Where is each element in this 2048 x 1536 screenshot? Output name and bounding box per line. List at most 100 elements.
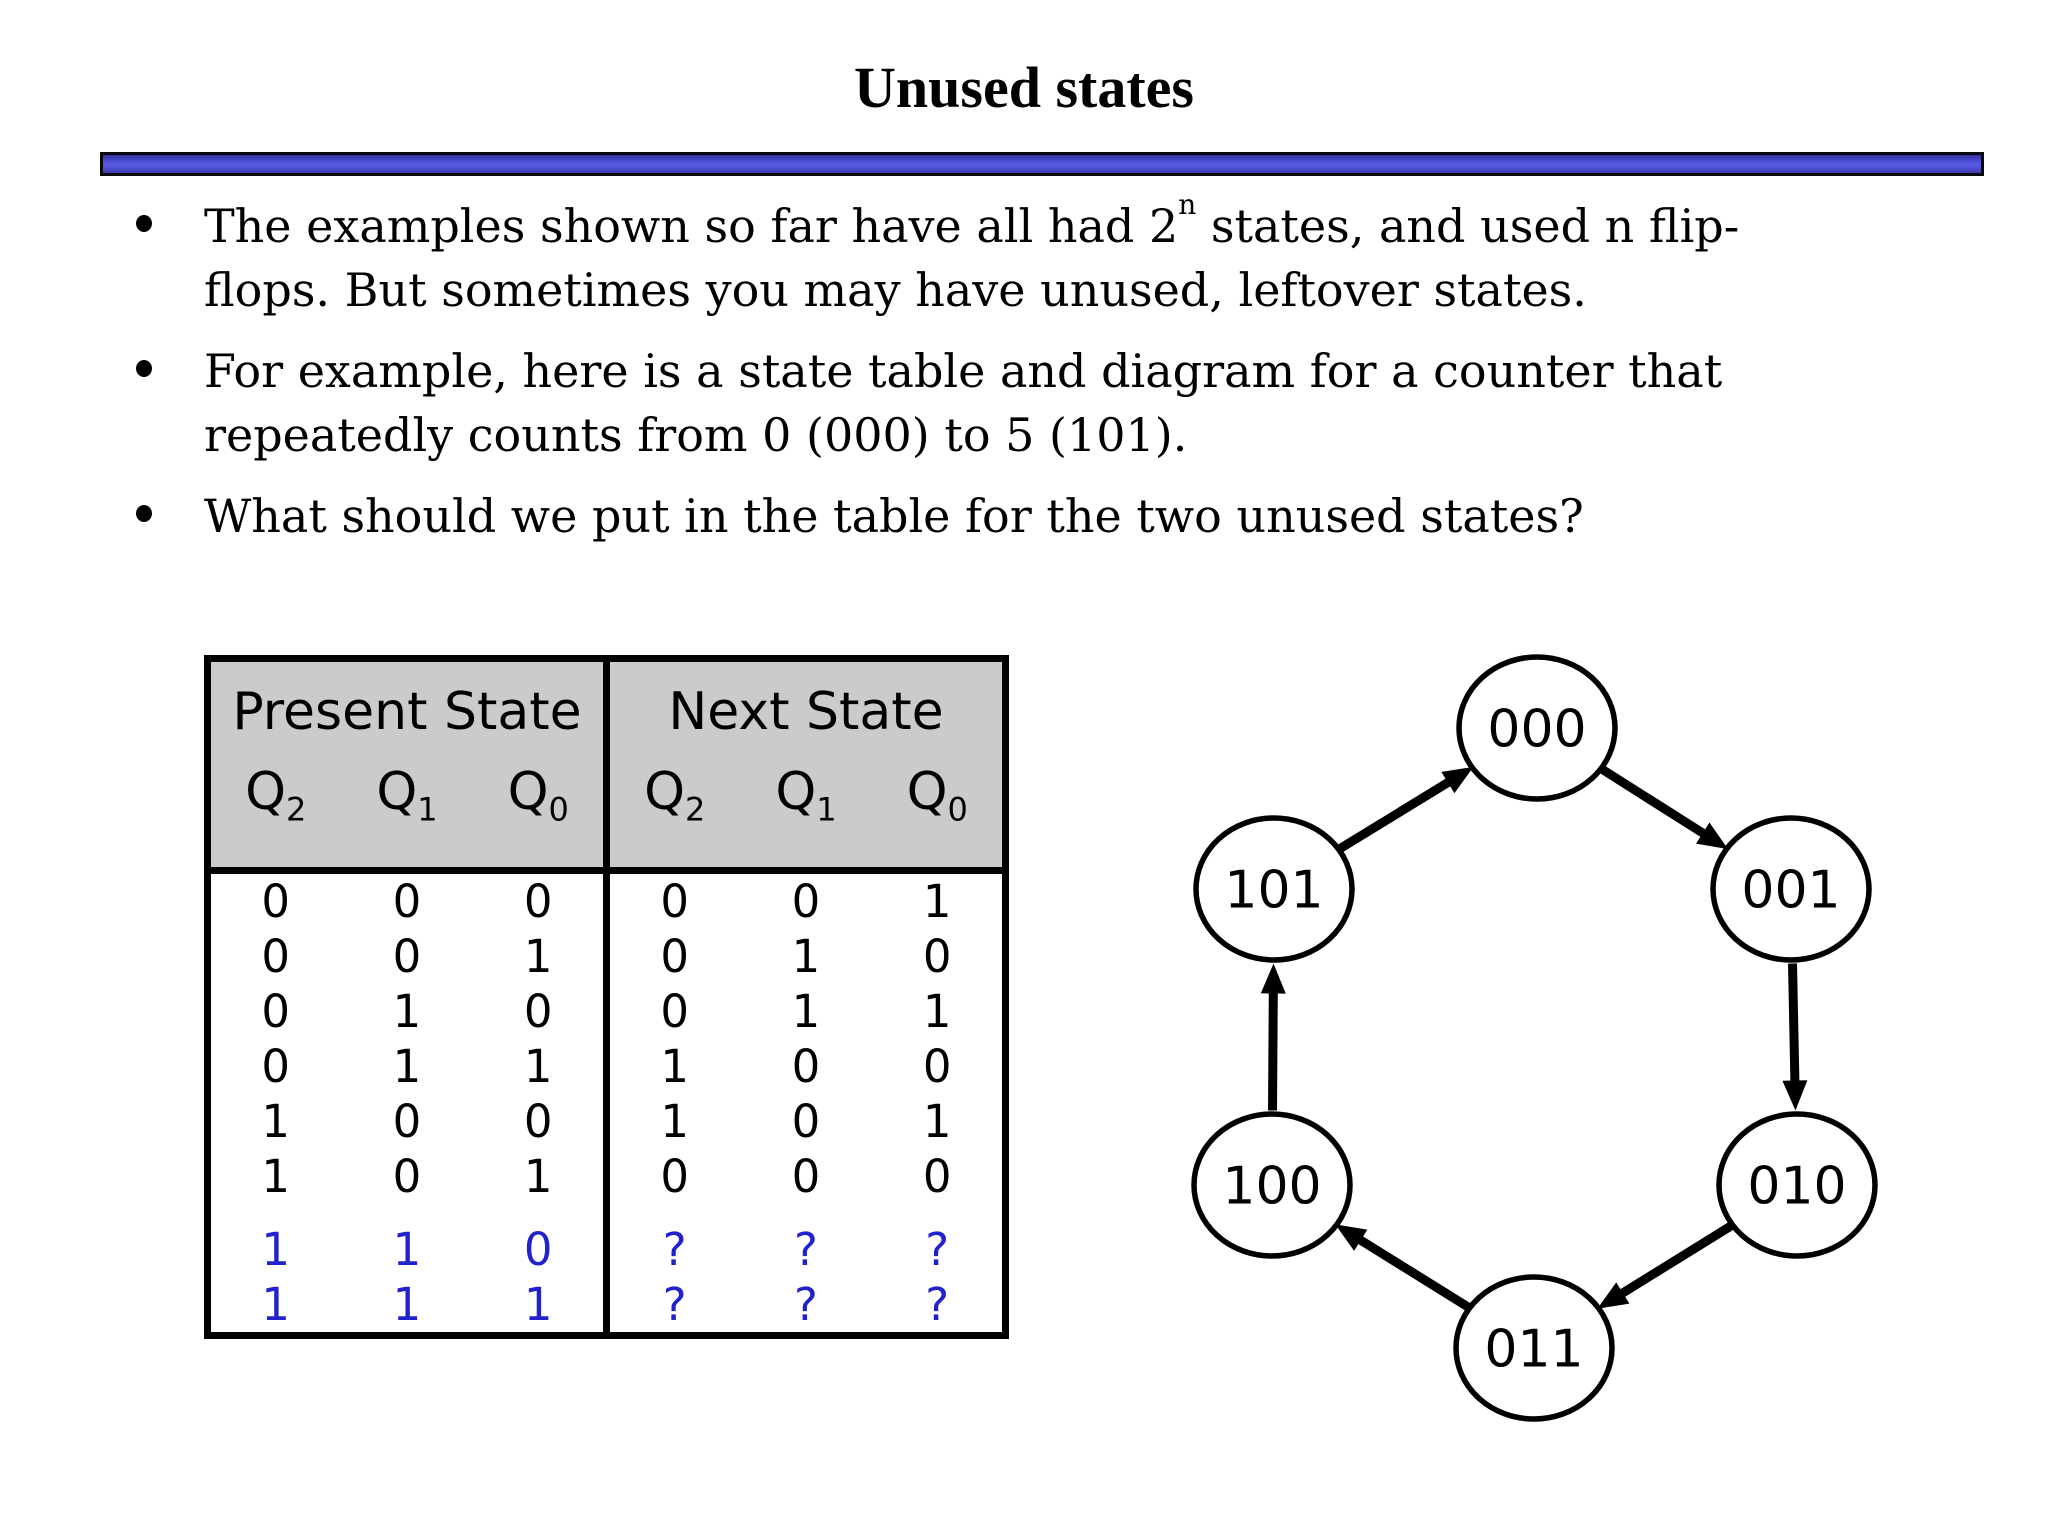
- state-node-010: [1716, 1111, 1878, 1259]
- table-cell: 0: [261, 985, 291, 1038]
- q-base: Q: [775, 762, 817, 822]
- table-cell: 1: [261, 1095, 291, 1148]
- bullet-text-line: The examples shown so far have all had 2…: [204, 191, 2016, 258]
- table-cell: 1: [523, 930, 553, 983]
- table-cell: 1: [791, 985, 821, 1038]
- bullet-text-line: For example, here is a state table and d…: [204, 344, 1723, 398]
- q-base: Q: [507, 762, 549, 822]
- q-base: Q: [376, 762, 418, 822]
- arrowhead-icon: [1441, 766, 1474, 794]
- table-cell: 0: [603, 929, 740, 984]
- transition-arrow-011-to-100: [1356, 1235, 1474, 1313]
- q-subscript: 2: [685, 790, 706, 829]
- table-cell: 1: [922, 875, 952, 928]
- column-header-q1-present: Q1: [340, 762, 474, 874]
- state-node-011: [1453, 1274, 1615, 1422]
- table-cell: 1: [523, 1150, 553, 1203]
- state-node-000: [1456, 654, 1618, 802]
- state-node-label: 001: [1741, 861, 1840, 921]
- table-cell: 0: [392, 1150, 422, 1203]
- bullet-text: states, and used n flip-: [1196, 199, 1740, 253]
- table-cell: 0: [791, 1150, 821, 1203]
- table-cell: 1: [523, 1278, 553, 1331]
- column-header-q0-present: Q0: [473, 762, 607, 874]
- table-cell: ?: [794, 1278, 818, 1331]
- table-group-header-row: Present State Next State: [207, 658, 1006, 762]
- table-cell: 1: [603, 1039, 740, 1094]
- bullet-list: The examples shown so far have all had 2…: [136, 191, 2016, 565]
- state-node-label: 000: [1487, 700, 1586, 760]
- table-cell: 1: [603, 1094, 740, 1149]
- transition-arrow-100-to-101: [1268, 991, 1278, 1111]
- table-cell: 0: [392, 1095, 422, 1148]
- table-cell: 1: [922, 1095, 952, 1148]
- transition-arrow-001-to-010: [1788, 963, 1800, 1083]
- state-node-001: [1710, 815, 1872, 963]
- next-state-header: Next State: [603, 658, 1006, 762]
- arrowhead-icon: [1696, 822, 1729, 850]
- table-cell: 0: [261, 1040, 291, 1093]
- table-cell: 0: [392, 875, 422, 928]
- q-base: Q: [644, 762, 686, 822]
- present-state-header: Present State: [207, 658, 607, 762]
- bullet-icon: [136, 360, 152, 377]
- bullet-text: The examples shown so far have all had 2: [204, 199, 1179, 253]
- table-cell: 1: [523, 1040, 553, 1093]
- table-cell: 0: [392, 930, 422, 983]
- table-cell: 1: [261, 1278, 291, 1331]
- bullet-text-line: What should we put in the table for the …: [204, 489, 1584, 543]
- table-cell: 1: [261, 1223, 291, 1276]
- state-node-label: 101: [1224, 861, 1323, 921]
- transition-arrow-000-to-001: [1597, 764, 1707, 838]
- state-node-label: 010: [1747, 1157, 1846, 1217]
- table-cell: 1: [261, 1150, 291, 1203]
- table-cell: 1: [392, 1040, 422, 1093]
- q-subscript: 1: [417, 790, 438, 829]
- bullet-item-3: What should we put in the table for the …: [136, 484, 2016, 548]
- table-cell: 0: [603, 1149, 740, 1204]
- column-header-q1-next: Q1: [739, 762, 873, 874]
- bullet-icon: [136, 215, 152, 232]
- arrowhead-icon: [1335, 1224, 1368, 1251]
- table-cell: 1: [392, 1278, 422, 1331]
- transition-arrow-010-to-011: [1618, 1220, 1737, 1298]
- state-node-101: [1193, 815, 1355, 963]
- column-header-q2-present: Q2: [207, 762, 341, 874]
- state-node-label: 011: [1484, 1320, 1583, 1380]
- q-subscript: 1: [816, 790, 837, 829]
- table-cell: ?: [794, 1223, 818, 1276]
- table-cell: 1: [791, 930, 821, 983]
- table-cell: 0: [523, 1223, 553, 1276]
- table-cell: 0: [603, 984, 740, 1039]
- table-cell: 0: [922, 1040, 952, 1093]
- q-base: Q: [245, 762, 287, 822]
- q-subscript: 2: [286, 790, 307, 829]
- table-cell: ?: [603, 1204, 740, 1277]
- arrowhead-icon: [1260, 963, 1286, 994]
- superscript-n: n: [1178, 188, 1197, 221]
- table-cell: ?: [603, 1277, 740, 1336]
- bullet-text-line: flops. But sometimes you may have unused…: [204, 263, 1587, 317]
- state-diagram: 000 001 010 011 100 101: [1191, 654, 1878, 1422]
- q-base: Q: [906, 762, 948, 822]
- table-cell: 0: [791, 875, 821, 928]
- column-header-q0-next: Q0: [872, 762, 1006, 874]
- page-title: Unused states: [854, 55, 1194, 120]
- table-cell: 0: [261, 875, 291, 928]
- q-subscript: 0: [947, 790, 968, 829]
- state-node-label: 100: [1222, 1157, 1321, 1217]
- table-cell: 0: [523, 875, 553, 928]
- table-cell: 1: [392, 985, 422, 1038]
- title-underline-bar: [100, 152, 1984, 176]
- bullet-icon: [136, 505, 152, 522]
- table-cell: 0: [523, 1095, 553, 1148]
